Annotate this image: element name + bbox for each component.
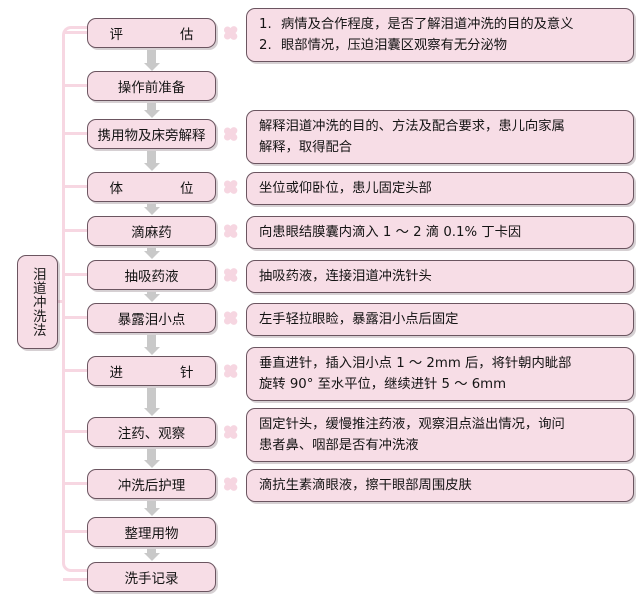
- detail-panel-1[interactable]: 解释泪道冲洗的目的、方法及配合要求，患儿向家属解释，取得配合: [246, 110, 634, 164]
- chevron-left-icon-0: [221, 18, 240, 48]
- step-label: 暴露泪小点: [117, 312, 186, 328]
- down-arrow-icon-5: [147, 292, 156, 295]
- detail-panel-6[interactable]: 垂直进针，插入泪小点 1 ～ 2mm 后，将针朝内眦部旋转 90° 至水平位，继…: [246, 347, 634, 401]
- step-label: 洗手记录: [124, 571, 179, 587]
- step-box-4[interactable]: 滴麻药: [87, 216, 216, 246]
- down-arrow-icon-1: [147, 103, 156, 111]
- step-box-5[interactable]: 抽吸药液: [87, 260, 216, 290]
- detail-panel-line: 滴抗生素滴眼液，擦干眼部周围皮肤: [259, 475, 623, 496]
- detail-panel-text: 坐位或仰卧位，患儿固定头部: [259, 181, 432, 196]
- chevron-left-icon-1: [221, 119, 240, 149]
- step-box-9[interactable]: 冲洗后护理: [87, 469, 216, 499]
- bracket-stub-6: [63, 316, 88, 319]
- step-box-3[interactable]: 体 位: [87, 172, 216, 202]
- detail-panel-line: 解释泪道冲洗的目的、方法及配合要求，患儿向家属: [259, 116, 623, 137]
- step-box-2[interactable]: 携用物及床旁解释: [87, 119, 216, 149]
- list-number: 2.: [259, 38, 272, 53]
- chevron-left-icon-2: [221, 172, 240, 202]
- diagram-title-text: 泪道冲洗法: [29, 267, 46, 337]
- detail-panel-text: 解释泪道冲洗的目的、方法及配合要求，患儿向家属: [259, 119, 565, 134]
- bracket-stub-8: [63, 430, 88, 433]
- down-arrow-icon-10: [147, 549, 156, 554]
- detail-panel-2[interactable]: 坐位或仰卧位，患儿固定头部: [246, 172, 634, 205]
- detail-panel-text: 患者鼻、咽部是否有冲洗液: [259, 438, 419, 453]
- bracket-feed-line: [57, 300, 65, 303]
- chevron-left-icon-3: [221, 216, 240, 246]
- detail-panel-text: 左手轻拉眼睑，暴露泪小点后固定: [259, 312, 459, 327]
- detail-panel-text: 旋转 90° 至水平位，继续进针 5 ～ 6mm: [259, 377, 507, 392]
- down-arrow-icon-0: [147, 50, 156, 64]
- detail-panel-line: 左手轻拉眼睑，暴露泪小点后固定: [259, 309, 623, 330]
- detail-panel-8[interactable]: 滴抗生素滴眼液，擦干眼部周围皮肤: [246, 469, 634, 502]
- detail-panel-line: 1. 病情及合作程度，是否了解泪道冲洗的目的及意义: [259, 14, 623, 35]
- step-box-8[interactable]: 注药、观察: [87, 417, 216, 447]
- down-arrow-icon-4: [147, 248, 156, 252]
- detail-panel-text: 病情及合作程度，是否了解泪道冲洗的目的及意义: [281, 17, 574, 32]
- detail-panel-text: 眼部情况，压迫泪囊区观察有无分泌物: [281, 38, 508, 53]
- step-label: 冲洗后护理: [117, 478, 186, 494]
- detail-panel-line: 向患眼结膜囊内滴入 1 ～ 2 滴 0.1% 丁卡因: [259, 222, 623, 243]
- step-box-0[interactable]: 评 估: [87, 18, 216, 48]
- step-box-11[interactable]: 洗手记录: [87, 562, 216, 592]
- bracket-stub-9: [63, 482, 88, 485]
- detail-panel-line: 固定针头，缓慢推注药液，观察泪点溢出情况，询问: [259, 414, 623, 435]
- bracket-stub-2: [63, 132, 88, 135]
- step-box-7[interactable]: 进 针: [87, 356, 216, 386]
- step-label: 整理用物: [124, 526, 179, 542]
- step-box-10[interactable]: 整理用物: [87, 517, 216, 547]
- detail-panel-text: 滴抗生素滴眼液，擦干眼部周围皮肤: [259, 478, 472, 493]
- detail-panel-text: 固定针头，缓慢推注药液，观察泪点溢出情况，询问: [259, 417, 565, 432]
- detail-panel-line: 患者鼻、咽部是否有冲洗液: [259, 435, 623, 456]
- detail-panel-line: 抽吸药液，连接泪道冲洗针头: [259, 266, 623, 287]
- detail-panel-7[interactable]: 固定针头，缓慢推注药液，观察泪点溢出情况，询问患者鼻、咽部是否有冲洗液: [246, 408, 634, 462]
- down-arrow-icon-7: [147, 388, 156, 409]
- down-arrow-icon-6: [147, 335, 156, 348]
- step-label: 抽吸药液: [124, 269, 179, 285]
- detail-panel-text: 垂直进针，插入泪小点 1 ～ 2mm 后，将针朝内眦部: [259, 356, 572, 371]
- bracket-stub-7: [63, 369, 88, 372]
- chevron-left-icon-5: [221, 303, 240, 333]
- step-label: 携用物及床旁解释: [97, 128, 206, 144]
- step-label: 操作前准备: [117, 80, 186, 96]
- detail-panel-text: 解释，取得配合: [259, 140, 353, 155]
- chevron-left-icon-7: [221, 417, 240, 447]
- step-box-1[interactable]: 操作前准备: [87, 71, 216, 101]
- down-arrow-icon-8: [147, 449, 156, 461]
- detail-panel-text: 抽吸药液，连接泪道冲洗针头: [259, 269, 432, 284]
- step-label: 评 估: [109, 27, 204, 43]
- detail-panel-line: 垂直进针，插入泪小点 1 ～ 2mm 后，将针朝内眦部: [259, 353, 623, 374]
- bracket-connector: [62, 26, 88, 572]
- detail-panel-line: 旋转 90° 至水平位，继续进针 5 ～ 6mm: [259, 374, 623, 395]
- detail-panel-5[interactable]: 左手轻拉眼睑，暴露泪小点后固定: [246, 303, 634, 336]
- step-box-6[interactable]: 暴露泪小点: [87, 303, 216, 333]
- bracket-stub-1: [63, 84, 88, 87]
- detail-panel-3[interactable]: 向患眼结膜囊内滴入 1 ～ 2 滴 0.1% 丁卡因: [246, 216, 634, 249]
- bracket-stub-3: [63, 185, 88, 188]
- bracket-stub-5: [63, 273, 88, 276]
- detail-panel-text: 向患眼结膜囊内滴入 1 ～ 2 滴 0.1% 丁卡因: [259, 225, 522, 240]
- detail-panel-line: 坐位或仰卧位，患儿固定头部: [259, 178, 623, 199]
- detail-panel-4[interactable]: 抽吸药液，连接泪道冲洗针头: [246, 260, 634, 293]
- step-label: 体 位: [109, 181, 204, 197]
- down-arrow-icon-9: [147, 501, 156, 509]
- diagram-title-chip: 泪道冲洗法: [17, 255, 58, 349]
- bracket-stub-11: [63, 578, 88, 581]
- chevron-left-icon-8: [221, 469, 240, 499]
- chevron-left-icon-6: [221, 356, 240, 386]
- step-label: 注药、观察: [117, 426, 186, 442]
- chevron-left-icon-4: [221, 260, 240, 290]
- down-arrow-icon-3: [147, 204, 156, 208]
- detail-panel-line: 解释，取得配合: [259, 137, 623, 158]
- bracket-stub-0: [63, 31, 88, 34]
- detail-panel-0[interactable]: 1. 病情及合作程度，是否了解泪道冲洗的目的及意义 2. 眼部情况，压迫泪囊区观察有无…: [246, 8, 634, 62]
- detail-panel-line: 2. 眼部情况，压迫泪囊区观察有无分泌物: [259, 35, 623, 56]
- step-label: 滴麻药: [131, 225, 172, 241]
- list-number: 1.: [259, 17, 272, 32]
- bracket-stub-10: [63, 530, 88, 533]
- step-label: 进 针: [109, 365, 204, 381]
- down-arrow-icon-2: [147, 151, 156, 164]
- bracket-stub-4: [63, 229, 88, 232]
